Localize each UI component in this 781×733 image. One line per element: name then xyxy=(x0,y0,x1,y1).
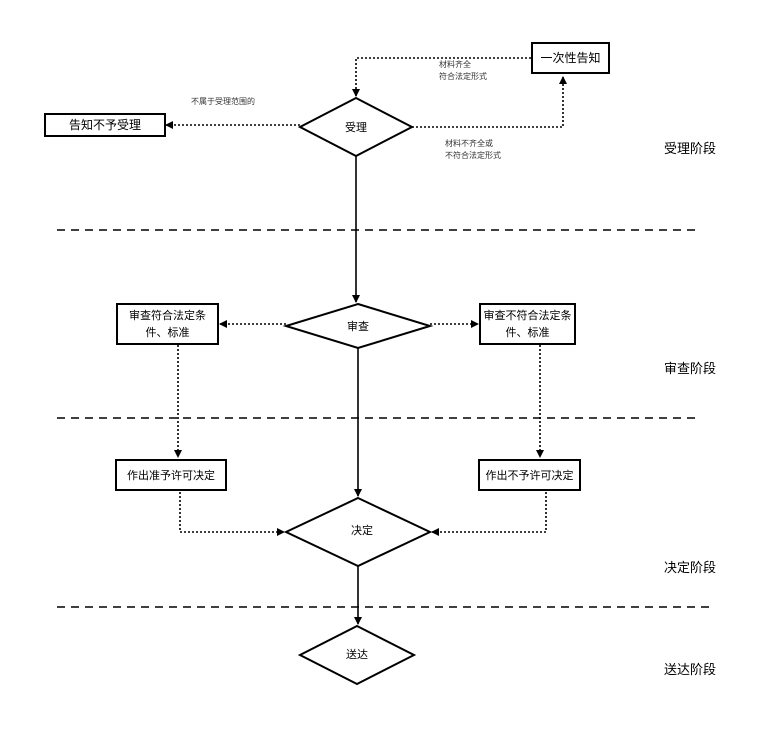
box-review-ok: 审查符合法定条件、标准 xyxy=(116,303,219,345)
stage-label-review: 审查阶段 xyxy=(664,362,717,377)
box-grant: 作出准予许可决定 xyxy=(115,459,227,491)
box-one-time-notice: 一次性告知 xyxy=(531,42,610,74)
box-review-fail: 审查不符合法定条件、标准 xyxy=(479,303,576,345)
decision-review-label: 审查 xyxy=(347,320,369,333)
stage-label-deliver: 送达阶段 xyxy=(664,663,717,678)
arrow-notice-to-accept xyxy=(352,57,531,97)
edge-label-incomplete-2: 不符合法定形式 xyxy=(445,151,501,160)
edge-label-complete-2: 符合法定形式 xyxy=(439,72,487,81)
box-reject-notice: 告知不予受理 xyxy=(44,113,166,137)
edge-label-out-of-scope: 不属于受理范围的 xyxy=(191,97,255,106)
decision-decide-label: 决定 xyxy=(351,524,373,537)
arrow-grant-to-decide xyxy=(179,492,285,536)
arrow-accept-to-notice xyxy=(412,76,567,128)
edge-label-incomplete-1: 材料不齐全或 xyxy=(445,139,493,148)
decision-deliver-label: 送达 xyxy=(346,648,368,661)
arrow-deny-to-decide xyxy=(431,492,547,536)
edge-label-complete-1: 材料齐全 xyxy=(439,60,471,69)
decision-deliver-shape xyxy=(297,624,417,686)
decision-accept-label: 受理 xyxy=(345,121,367,134)
stage-label-decide: 决定阶段 xyxy=(664,561,717,576)
stage-label-accept: 受理阶段 xyxy=(664,142,717,157)
box-deny: 作出不予许可决定 xyxy=(478,459,581,491)
